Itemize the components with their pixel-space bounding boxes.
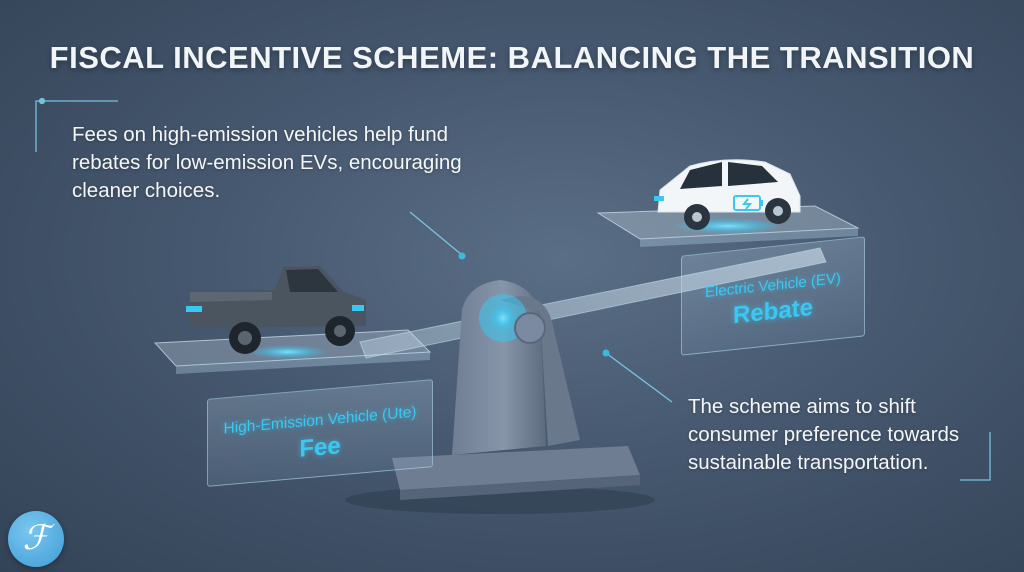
seesaw-pivot (345, 280, 655, 514)
electric-car-icon (654, 159, 801, 230)
bottom-callout-text: The scheme aims to shift consumer prefer… (688, 395, 960, 474)
rebate-label-panel: Electric Vehicle (EV) Rebate (681, 236, 865, 356)
battery-icon (733, 195, 763, 211)
callout-connector-bottom (602, 349, 991, 481)
left-platform (153, 329, 432, 374)
pickup-truck-icon (186, 266, 366, 354)
top-callout-text: Fees on high-emission vehicles help fund… (72, 123, 462, 202)
callout-connector-top (35, 97, 466, 260)
right-platform (596, 205, 860, 247)
page-title: FISCAL INCENTIVE SCHEME: BALANCING THE T… (49, 40, 975, 75)
logo-icon[interactable]: ℱ (8, 511, 64, 567)
